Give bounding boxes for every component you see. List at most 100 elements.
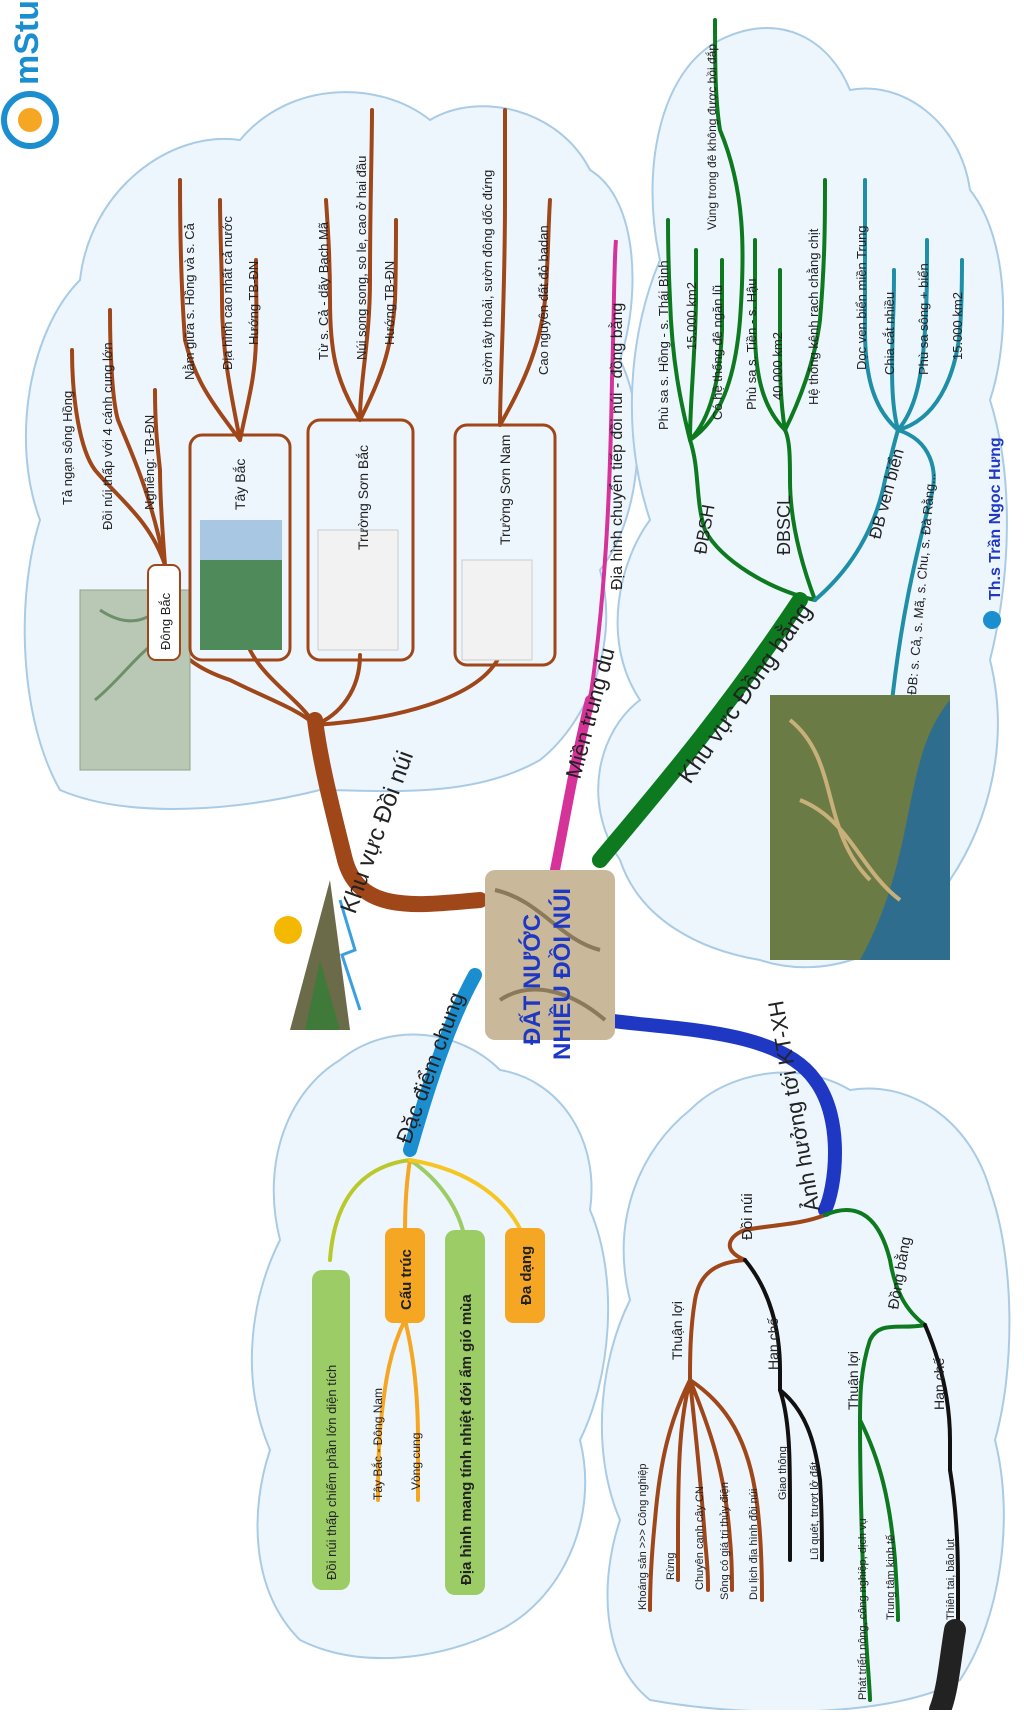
doi-nui-fork bbox=[313, 653, 502, 727]
dbscl-leaves bbox=[752, 178, 827, 432]
ah-doi-nui-line bbox=[728, 1213, 827, 1262]
ah-doi-nui-label: Đồi núi bbox=[739, 1193, 756, 1240]
author-watermark: Th.s Trần Ngọc Hưng bbox=[983, 437, 1004, 629]
cau-truc-text: Cấu trúc bbox=[398, 1249, 415, 1310]
cau-truc-box bbox=[385, 1228, 425, 1323]
dd-box3-text: Địa hình mang tính nhiệt đới ẩm gió mùa bbox=[458, 1294, 475, 1585]
cau-truc-leaves bbox=[376, 1318, 420, 1502]
ah-dn-han-che-leaves bbox=[778, 1388, 824, 1562]
logo-icon-inner bbox=[18, 108, 42, 132]
anh-huong-sub-lines bbox=[648, 1208, 966, 1715]
dong-bac-box bbox=[147, 564, 181, 661]
ven-bien-leaf-2: Chia cắt nhiều bbox=[882, 292, 897, 375]
truong-son-nam-box bbox=[453, 423, 557, 667]
truong-son-bac-leaves bbox=[324, 108, 398, 422]
dbsh-leaves bbox=[666, 18, 745, 442]
center-title-line1: ĐẤT NƯỚC bbox=[518, 914, 546, 1045]
dbsh-leaf-3: Có hệ thống đê ngăn lũ bbox=[710, 285, 725, 420]
dong-bang-sub-lines bbox=[666, 18, 964, 722]
branch-dong-bang-line bbox=[592, 592, 808, 868]
da-dang-text: Đa dạng bbox=[518, 1246, 535, 1305]
ven-bien-leaves bbox=[862, 178, 964, 722]
tsn-leaf-2: Cao nguyên đất đỏ badan bbox=[536, 225, 551, 375]
dbscl-line bbox=[783, 428, 817, 602]
cloud-anh-huong bbox=[600, 1071, 1011, 1713]
dd-box3 bbox=[445, 1230, 485, 1595]
ah-db-tl-leaf-2: Trung tâm kinh tế bbox=[885, 1535, 897, 1620]
ah-db-thuan-loi-label: Thuận lợi bbox=[845, 1351, 861, 1410]
center-image-detail bbox=[494, 888, 607, 1022]
dbscl-leaf-3: Hệ thống kênh rạch chằng chịt bbox=[806, 228, 821, 405]
ah-dn-thuan-loi-line bbox=[688, 1258, 747, 1382]
ah-db-han-che-line bbox=[923, 1323, 952, 1472]
ah-db-thuan-loi-line bbox=[858, 1323, 927, 1422]
ven-bien-leaf-1: Dọc ven biển miền Trung bbox=[854, 225, 869, 370]
tsn-leaf-1: Sườn tây thoải, sườn đông dốc đứng bbox=[480, 170, 495, 385]
images bbox=[79, 520, 950, 1040]
ah-dong-bang-line bbox=[823, 1208, 927, 1327]
lightning-icon bbox=[338, 899, 362, 1011]
tsb-leaf-2: Núi song song, so le, cao ở hai đầu bbox=[354, 156, 369, 360]
ah-dn-thuan-loi-leaves bbox=[648, 1378, 764, 1612]
cloud-dac-diem bbox=[250, 1033, 610, 1660]
mountain-sun-clipart bbox=[274, 880, 362, 1030]
ah-db-thuan-loi-leaves bbox=[858, 1418, 900, 1702]
ah-dn-thuan-loi-label: Thuận lợi bbox=[669, 1301, 685, 1360]
dd-da-dang-line bbox=[408, 1158, 527, 1242]
tsb-leaf-3: Hướng TB-ĐN bbox=[382, 261, 397, 345]
cau-truc-leaf-2: Vòng cung bbox=[409, 1433, 423, 1490]
tay-bac-leaf-1: Nằm giữa s. Hồng và s. Cả bbox=[182, 222, 197, 380]
tsb-leaf-1: Từ s. Cả - dãy Bạch Mã bbox=[316, 221, 331, 360]
ah-dn-han-che-line bbox=[743, 1258, 782, 1392]
dong-bac-leaves bbox=[70, 308, 167, 567]
ah-db-han-che-leaves bbox=[948, 1468, 960, 1622]
branch-trung-du-line bbox=[550, 695, 595, 875]
ah-db-han-che-label: Hạn chế bbox=[931, 1358, 947, 1410]
tay-bac-leaf-3: Hướng TB-ĐN bbox=[246, 261, 261, 345]
ah-dn-tl-leaf-4: Sông có giá trị thủy điện bbox=[719, 1482, 731, 1600]
truong-son-bac-label: Trường Sơn Bắc bbox=[355, 445, 371, 550]
dbsh-leaf-2: 15.000 km2 bbox=[684, 282, 699, 350]
ah-dn-tl-leaf-2: Rừng bbox=[665, 1552, 677, 1580]
center-image bbox=[485, 870, 615, 1040]
ven-bien-leaf-3: Phù sa sông + biển bbox=[916, 263, 931, 375]
main-branches bbox=[307, 592, 842, 1217]
dbscl-label: ĐBSCL bbox=[774, 495, 794, 555]
logo-text: mStu bbox=[8, 0, 46, 85]
ah-dn-tl-leaf-1: Khoáng sản >>> Công nghiệp bbox=[637, 1464, 649, 1611]
dong-bac-leaf-1: Tả ngạn sông Hồng bbox=[60, 391, 75, 505]
brand-logo: mStu bbox=[1, 0, 59, 149]
trung-du-leaf-line bbox=[588, 239, 618, 701]
truong-son-nam-label: Trường Sơn Nam bbox=[497, 435, 513, 545]
dd-box1 bbox=[312, 1270, 350, 1590]
dd-box1-line bbox=[328, 1158, 412, 1262]
truong-son-bac-box bbox=[306, 418, 415, 662]
delta-land-detail bbox=[788, 718, 902, 902]
watermark-logo-icon bbox=[983, 611, 1001, 629]
da-dang-box bbox=[505, 1228, 545, 1323]
dd-box1-text: Đồi núi thấp chiếm phần lớn diện tích bbox=[324, 1365, 339, 1580]
node-boxes bbox=[147, 418, 557, 1595]
sun-icon bbox=[274, 916, 302, 944]
doi-nui-fork bbox=[313, 653, 362, 727]
dong-bac-label: Đông Bắc bbox=[158, 592, 173, 650]
tay-bac-leaves bbox=[178, 178, 259, 442]
ah-db-hc-leaf-1: Thiên tai, bão lụt bbox=[945, 1539, 957, 1620]
truong-son-nam-leaves bbox=[498, 108, 552, 427]
dong-bac-leaf-2: Đồi núi thấp với 4 cánh cung lớn bbox=[100, 342, 115, 530]
author-text: Th.s Trần Ngọc Hưng bbox=[987, 437, 1004, 600]
ah-dn-han-che-label: Hạn chế bbox=[765, 1318, 781, 1370]
dbscl-leaf-1: Phù sa s. Tiền - s. Hậu bbox=[744, 278, 759, 410]
decorative-black-stroke bbox=[929, 1619, 966, 1715]
ah-dn-hc-leaf-2: Lũ quét, trượt lở đất bbox=[809, 1462, 821, 1560]
mountain-icon bbox=[305, 960, 340, 1030]
branch-dac-diem-line bbox=[403, 968, 482, 1157]
ah-dn-tl-leaf-3: Chuyên canh cây CN bbox=[694, 1486, 706, 1590]
truong-son-nam-map bbox=[461, 559, 533, 661]
ah-dn-tl-leaf-5: Du lịch địa hình đồi núi bbox=[748, 1489, 760, 1600]
dbsh-line bbox=[688, 438, 817, 602]
branch-anh-huong-line bbox=[598, 1013, 842, 1217]
delta-coast bbox=[860, 700, 950, 960]
